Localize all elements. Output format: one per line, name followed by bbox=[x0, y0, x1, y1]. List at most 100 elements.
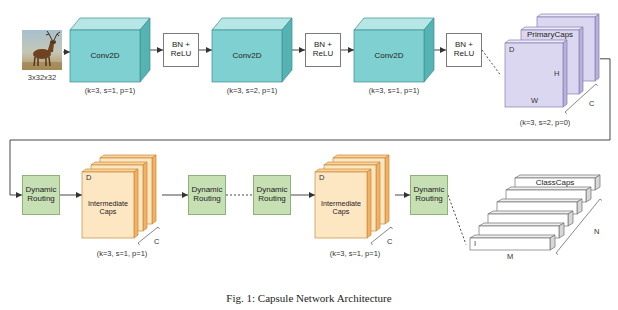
slab-side bbox=[152, 155, 156, 224]
conv2d-block: Conv2D bbox=[212, 18, 292, 82]
bn-relu-box: BN + ReLU bbox=[305, 33, 341, 67]
arrow-connector bbox=[150, 50, 163, 51]
slab-top bbox=[354, 18, 434, 30]
slab-side bbox=[586, 187, 591, 202]
text-area: Conv2D bbox=[70, 30, 140, 82]
arrow-connector bbox=[292, 50, 305, 51]
node-text: Conv2D bbox=[91, 52, 120, 61]
slab-side bbox=[140, 18, 150, 82]
arrow-connector bbox=[395, 195, 410, 196]
arrow-connector bbox=[341, 50, 354, 51]
class-caps-stack: ClassCaps bbox=[466, 174, 604, 254]
node-text: BN + ReLU bbox=[307, 41, 339, 59]
text-area: ClassCaps bbox=[515, 178, 595, 188]
shape-outline bbox=[466, 174, 604, 254]
dimension-bracket bbox=[556, 199, 602, 255]
photo-grass bbox=[22, 62, 62, 70]
axis-letter: C bbox=[154, 238, 159, 246]
slab-top bbox=[537, 14, 599, 17]
dynamic-routing-box: Dynamic Routing bbox=[410, 175, 448, 215]
slab-top bbox=[505, 40, 567, 43]
slab-top bbox=[100, 155, 156, 158]
deer-legs bbox=[34, 57, 50, 66]
dynamic-routing-box: Dynamic Routing bbox=[188, 175, 226, 215]
node-text: ClassCaps bbox=[536, 179, 575, 188]
dotted-connector bbox=[482, 50, 500, 74]
slab-top bbox=[488, 211, 573, 214]
primary-caps-stack: PrimaryCaps bbox=[500, 12, 600, 116]
kernel-params: (k=3, s=1, p=1) bbox=[330, 250, 381, 258]
slab-front bbox=[354, 30, 424, 82]
arrow-connector bbox=[199, 50, 212, 51]
axis-letter: C bbox=[589, 100, 594, 108]
deer-head bbox=[50, 40, 56, 44]
slab-top bbox=[479, 223, 564, 226]
dimension-bracket bbox=[371, 227, 393, 245]
text-area: Conv2D bbox=[354, 30, 424, 82]
dotted-connector bbox=[226, 195, 253, 196]
node-text: Intermediate Caps bbox=[316, 200, 366, 216]
conv2d-block: Conv2D bbox=[354, 18, 434, 82]
slab-side bbox=[579, 27, 583, 94]
axis-letter: D bbox=[86, 174, 91, 182]
slab-top bbox=[70, 18, 150, 30]
deer-neck bbox=[47, 43, 54, 53]
text-area: Intermediate Caps bbox=[83, 183, 133, 233]
dotted-connector bbox=[448, 195, 466, 244]
kernel-params: (k=3, s=1, p=1) bbox=[97, 250, 148, 258]
slab-front bbox=[505, 43, 563, 107]
arrow-connector bbox=[434, 50, 446, 51]
node-text: Conv2D bbox=[233, 52, 262, 61]
arrow-connector bbox=[60, 195, 82, 196]
slab-side bbox=[376, 162, 380, 231]
axis-letter: D bbox=[509, 46, 514, 54]
slab-top bbox=[333, 155, 389, 158]
slab-side bbox=[550, 235, 555, 250]
axis-letter: M bbox=[507, 253, 513, 261]
kernel-params: (k=3, s=1, p=1) bbox=[85, 87, 136, 95]
slab-front bbox=[470, 238, 550, 250]
slab-front bbox=[82, 172, 134, 238]
slab-front bbox=[315, 172, 367, 238]
node-text: Dynamic Routing bbox=[255, 186, 289, 204]
arrow-connector bbox=[291, 195, 315, 196]
kernel-params: (k=3, s=2, p=0) bbox=[520, 119, 571, 127]
input-arrow bbox=[63, 52, 70, 53]
dimension-bracket bbox=[565, 84, 598, 114]
slab-front bbox=[70, 30, 140, 82]
deer-antlers bbox=[46, 31, 60, 40]
axis-letter: I bbox=[474, 240, 476, 248]
text-area: Conv2D bbox=[212, 30, 282, 82]
slab-top bbox=[315, 169, 371, 172]
slab-side bbox=[563, 40, 567, 107]
shape-outline bbox=[212, 18, 292, 82]
node-text: Dynamic Routing bbox=[190, 186, 224, 204]
slab-top bbox=[82, 169, 138, 172]
node-text: Conv2D bbox=[375, 52, 404, 61]
node-text: Dynamic Routing bbox=[412, 186, 446, 204]
bn-relu-box: BN + ReLU bbox=[163, 33, 199, 67]
slab-top bbox=[324, 162, 380, 165]
bn-relu-box: BN + ReLU bbox=[446, 33, 482, 67]
slab-side bbox=[595, 14, 599, 81]
shape-outline bbox=[500, 12, 600, 116]
slab-top bbox=[506, 187, 591, 190]
intermediate-caps-stack: Intermediate Caps bbox=[315, 155, 395, 245]
text-area: PrimaryCaps bbox=[521, 30, 579, 41]
figure-caption: Fig. 1: Capsule Network Architecture bbox=[226, 292, 391, 304]
kernel-params: (k=3, s=2, p=1) bbox=[227, 87, 278, 95]
text-area: Intermediate Caps bbox=[316, 183, 366, 233]
axis-letter: W bbox=[531, 97, 538, 105]
slab-top bbox=[515, 175, 600, 178]
slab-top bbox=[521, 27, 583, 30]
slab-top bbox=[470, 235, 555, 238]
slab-side bbox=[568, 211, 573, 226]
node-text: PrimaryCaps bbox=[527, 31, 573, 40]
slab-side bbox=[577, 199, 582, 214]
axis-letter: N bbox=[594, 228, 599, 236]
slab-top bbox=[212, 18, 292, 30]
slab-side bbox=[385, 155, 389, 224]
axis-letter: H bbox=[554, 70, 559, 78]
slab-side bbox=[134, 169, 138, 238]
